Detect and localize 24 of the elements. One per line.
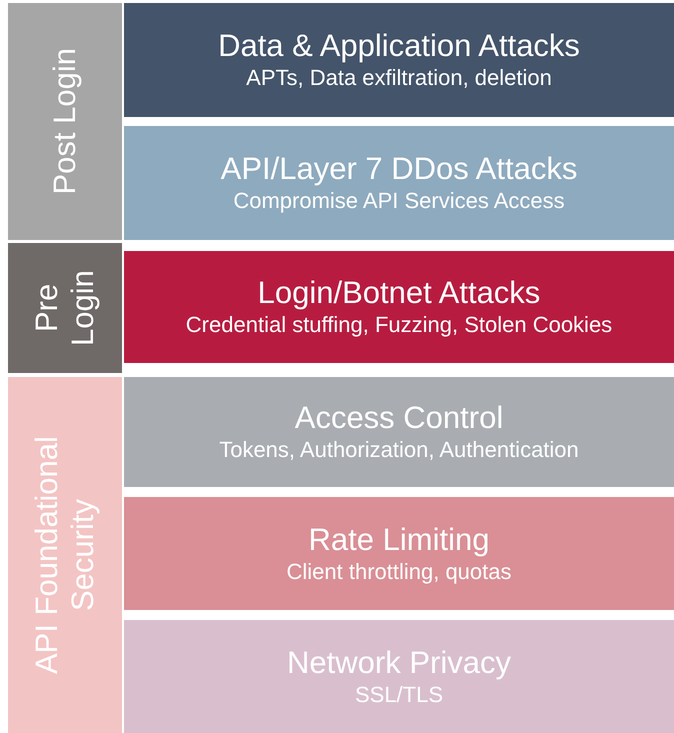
category-band: [8, 377, 122, 733]
layer-bar: [124, 497, 674, 610]
layer-title: Login/Botnet Attacks: [258, 275, 540, 311]
layer-bar: [124, 126, 674, 240]
layer-title: Rate Limiting: [308, 522, 490, 558]
layer-bar: [124, 377, 674, 487]
layer-description: Credential stuffing, Fuzzing, Stolen Cookies: [186, 311, 612, 339]
layer-description: Tokens, Authorization, Authentication: [219, 436, 579, 464]
band-label: Pre Login: [29, 269, 101, 348]
layer-title: Data & Application Attacks: [218, 28, 580, 64]
band-label: Post Login: [47, 48, 83, 195]
layer-bar: [124, 251, 674, 363]
layer-bar: [124, 3, 674, 117]
layer-description: Client throttling, quotas: [286, 558, 512, 586]
layer-title: Network Privacy: [287, 644, 511, 680]
layer-description: APTs, Data exfiltration, deletion: [246, 64, 552, 92]
layer-title: API/Layer 7 DDos Attacks: [220, 151, 578, 187]
category-band: [8, 243, 122, 373]
band-label: API Foundational Security: [29, 435, 101, 676]
layer-description: Compromise API Services Access: [233, 187, 565, 215]
layer-description: SSL/TLS: [354, 680, 444, 708]
layer-bar: [124, 620, 674, 733]
layer-title: Access Control: [294, 400, 504, 436]
category-band: [8, 3, 122, 240]
